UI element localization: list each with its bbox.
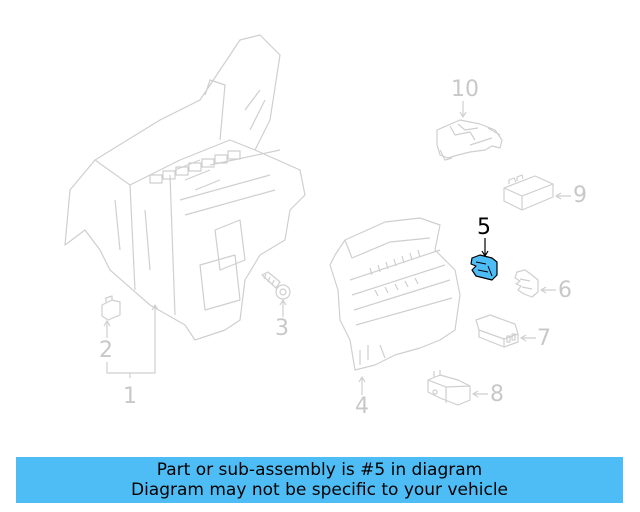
part-3-bolt[interactable]	[261, 271, 291, 317]
part-4-fuse-box[interactable]	[329, 217, 461, 395]
callout-6[interactable]: 6	[558, 278, 572, 303]
callout-4[interactable]: 4	[355, 394, 369, 419]
part-2-clip[interactable]	[101, 295, 121, 321]
callout-8[interactable]: 8	[490, 382, 504, 407]
callout-2[interactable]: 2	[99, 338, 113, 363]
parts-diagram	[64, 34, 571, 406]
banner-disclaimer: Diagram may not be specific to your vehi…	[130, 480, 508, 500]
part-9-relay[interactable]	[503, 174, 571, 211]
part-5-fuse-highlighted[interactable]	[470, 238, 498, 281]
callout-9[interactable]: 9	[573, 183, 587, 208]
part-8-relay[interactable]	[427, 370, 488, 406]
banner-part-reference: Part or sub-assembly is #5 in diagram	[156, 460, 483, 480]
part-6-fuse[interactable]	[514, 269, 556, 298]
callout-7[interactable]: 7	[537, 326, 551, 351]
callout-1[interactable]: 1	[123, 384, 137, 409]
leader-lines-1-2	[103, 304, 159, 378]
callout-10[interactable]: 10	[451, 77, 479, 102]
part-7-relay[interactable]	[475, 314, 536, 348]
part-1-bracket[interactable]	[64, 34, 306, 341]
callout-3[interactable]: 3	[275, 316, 289, 341]
info-banner: Part or sub-assembly is #5 in diagram Di…	[16, 457, 623, 503]
part-10-clip[interactable]	[436, 101, 503, 161]
callout-5[interactable]: 5	[477, 215, 491, 240]
